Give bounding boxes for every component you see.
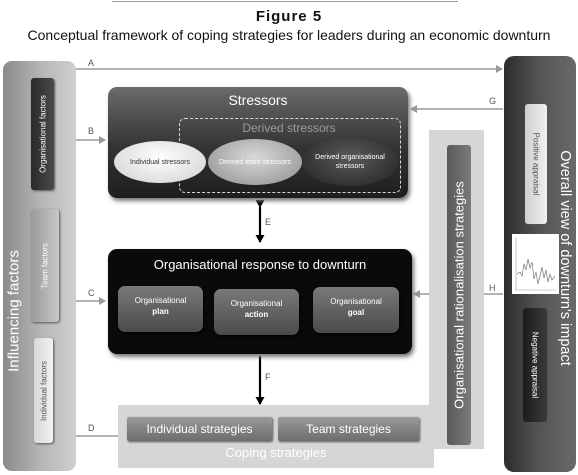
factor-team: Team factors (31, 209, 59, 322)
arrow-h-label: H (489, 283, 496, 293)
top-rule (112, 1, 458, 2)
factor-individual: Individual factors (34, 338, 53, 443)
org-action-prefix: Organisational (230, 299, 283, 308)
arrow-b-label: B (88, 126, 95, 136)
influencing-factors-panel: Influencing factors Organisational facto… (3, 61, 76, 471)
org-plan-prefix: Organisational (134, 296, 187, 305)
figure-label: Figure 5 (255, 8, 323, 25)
response-title: Organisational response to downturn (153, 257, 367, 272)
rationalisation-bar: Organisational rationalisation strategie… (447, 145, 471, 445)
org-action: Organisational action (214, 289, 299, 335)
overall-view-panel: Positive appraisal Negative appraisal (504, 56, 576, 472)
sparkline-chart (515, 238, 556, 291)
arrow-g-label: G (489, 96, 497, 106)
arrow-d-label: D (88, 423, 95, 433)
arrow-e-label: E (265, 217, 272, 227)
rationalisation-title: Organisational rationalisation strategie… (451, 181, 467, 409)
factor-organisational: Organisational factors (31, 78, 54, 190)
org-goal-prefix: Organisational (330, 297, 382, 306)
derived-stressors-title: Derived stressors (242, 121, 336, 135)
org-plan-keyword: plan (152, 307, 169, 316)
arrow-f-label: F (265, 372, 271, 382)
org-goal: Organisational goal (313, 287, 399, 333)
positive-appraisal: Positive appraisal (525, 104, 547, 224)
arrow-c-label: C (88, 288, 95, 298)
stressor-organisational: Derived organisational stressors (302, 138, 398, 186)
stressor-individual: Individual stressors (114, 141, 206, 183)
stressors-title: Stressors (228, 92, 288, 108)
org-action-keyword: action (244, 310, 269, 319)
individual-strategies: Individual strategies (127, 417, 272, 441)
coping-title: Coping strategies (225, 445, 327, 460)
negative-appraisal: Negative appraisal (523, 308, 547, 422)
stressor-team: Derived team stressors (208, 139, 302, 185)
org-goal-keyword: goal (347, 308, 365, 317)
figure-title: Conceptual framework of coping strategie… (27, 27, 551, 43)
downturn-sparkline (512, 234, 559, 294)
team-strategies: Team strategies (278, 417, 419, 441)
arrow-a-label: A (88, 58, 95, 68)
org-plan: Organisational plan (118, 286, 203, 332)
